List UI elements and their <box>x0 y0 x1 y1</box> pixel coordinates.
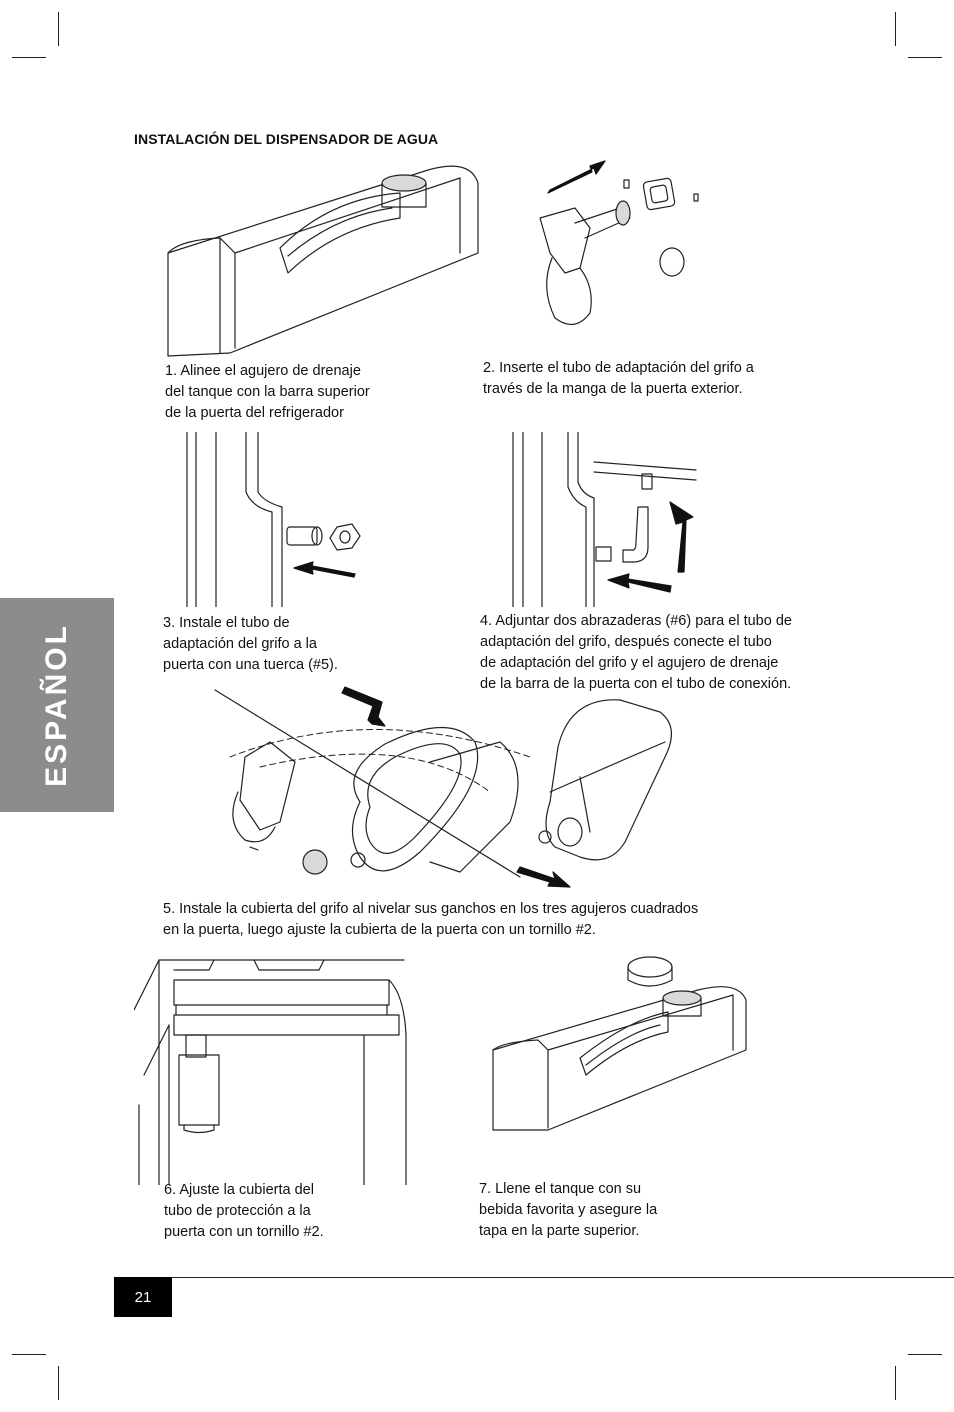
crop-mark <box>12 1354 46 1355</box>
figure-tube-cover <box>134 959 407 1185</box>
figure-tank-alignment <box>167 165 479 357</box>
step-2-caption: 2. Inserte el tubo de adaptación del gri… <box>483 360 754 397</box>
figure-fill-tank <box>492 956 747 1131</box>
figure-faucet-insert <box>539 160 699 325</box>
step-1-caption: 1. Alinee el agujero de drenaje del tanq… <box>165 363 370 421</box>
step-4-caption: 4. Adjuntar dos abrazaderas (#6) para el… <box>480 613 792 692</box>
crop-mark <box>895 1366 896 1400</box>
footer-rule <box>114 1277 954 1278</box>
language-tab: ESPAÑOL <box>0 598 114 812</box>
step-3-caption: 3. Instale el tubo de adaptación del gri… <box>163 615 338 673</box>
step-5-caption: 5. Instale la cubierta del grifo al nive… <box>163 901 699 938</box>
crop-mark <box>895 12 896 46</box>
crop-mark <box>58 12 59 46</box>
language-label: ESPAÑOL <box>40 623 73 787</box>
figure-nut-install <box>186 432 361 607</box>
crop-mark <box>58 1366 59 1400</box>
step-7-caption: 7. Llene el tanque con su bebida favorit… <box>479 1181 658 1239</box>
crop-mark <box>908 1354 942 1355</box>
crop-mark <box>908 57 942 58</box>
step-6-caption: 6. Ajuste la cubierta del tubo de protec… <box>164 1182 324 1240</box>
page-number: 21 <box>114 1277 172 1317</box>
page-title: INSTALACIÓN DEL DISPENSADOR DE AGUA <box>134 131 439 147</box>
figure-clamp-connect <box>512 432 697 607</box>
figure-faucet-cover <box>214 686 672 888</box>
crop-mark <box>12 57 46 58</box>
